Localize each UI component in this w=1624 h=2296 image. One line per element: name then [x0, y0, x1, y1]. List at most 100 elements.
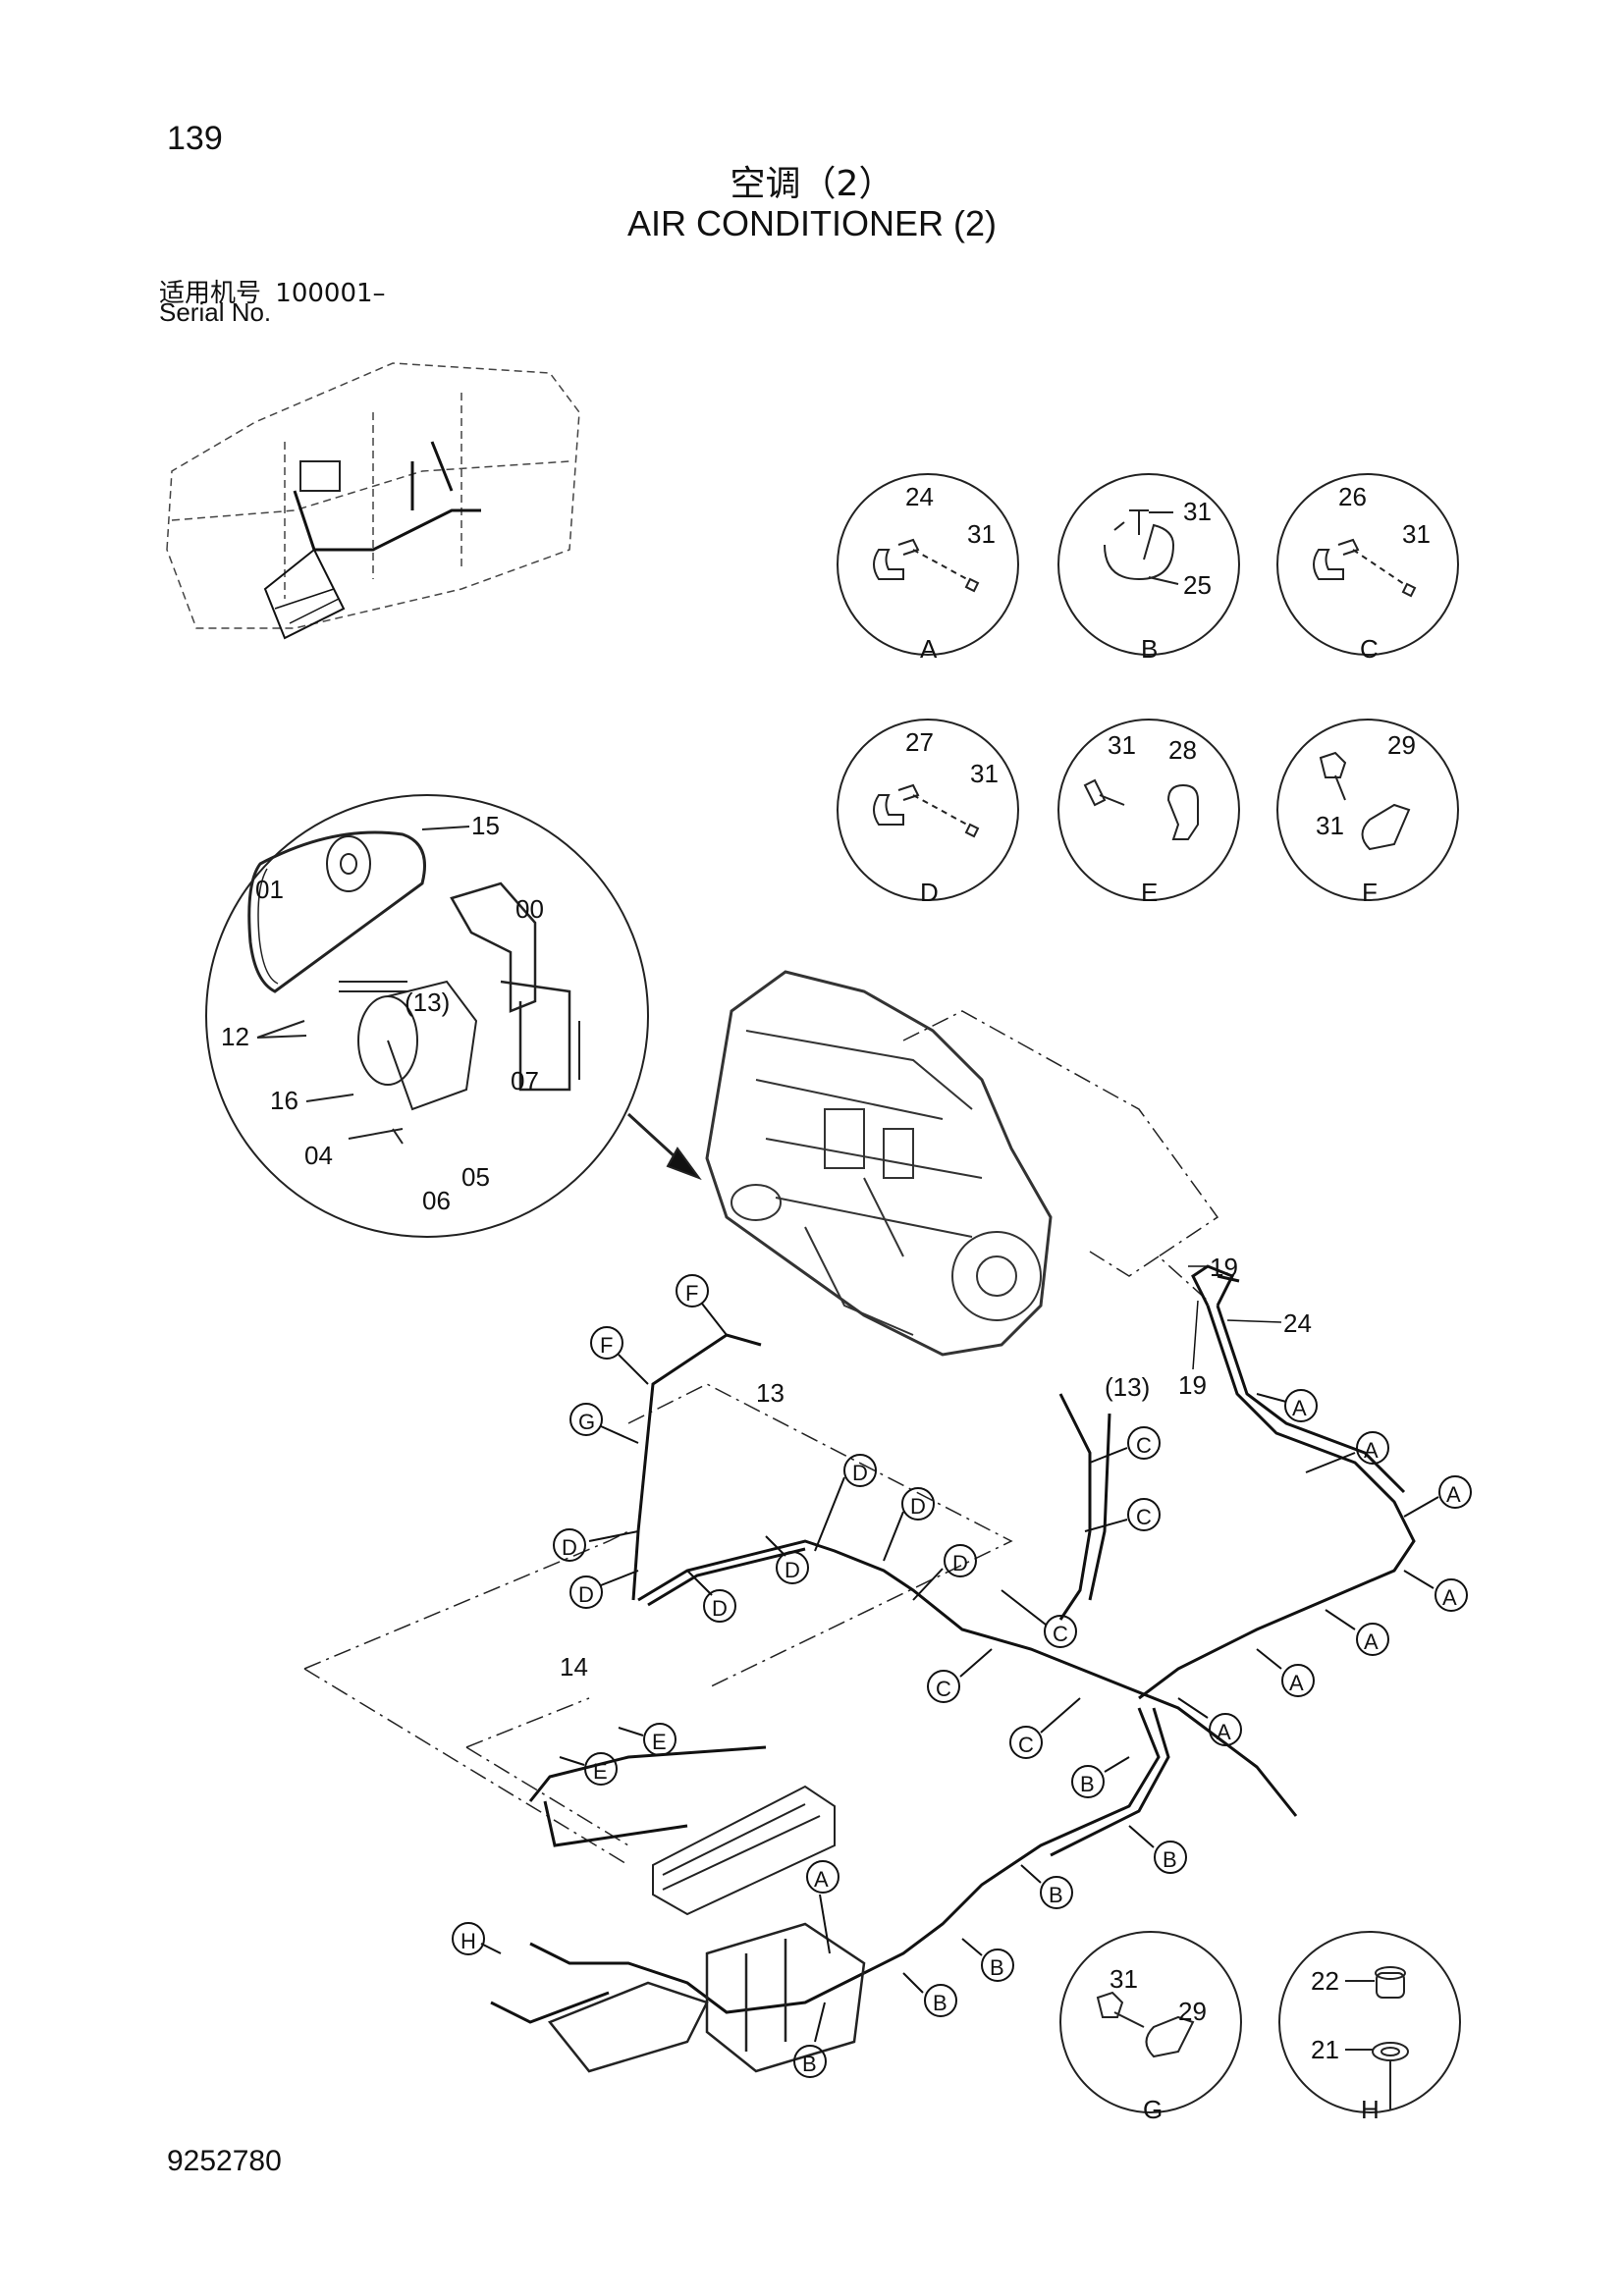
detail-e-part-2: 28 [1168, 735, 1197, 765]
detail-d-part-1: 27 [905, 727, 934, 757]
svg-text:D: D [562, 1535, 577, 1560]
detail-d-part-2: 31 [970, 759, 999, 788]
callout-g-1: G [569, 1403, 639, 1444]
detail-circle-e: 31 28 E [1057, 719, 1240, 907]
callout-c-4: C [927, 1648, 993, 1703]
detail-g-part-1: 31 [1110, 1964, 1138, 1994]
machine-overview-sketch [166, 362, 580, 640]
callout-d-1: D [814, 1454, 877, 1552]
heater-unit [547, 1922, 866, 2073]
detail-a-part-1: 24 [905, 482, 934, 511]
condenser-unit [652, 1785, 836, 1916]
callout-a-4: A [1403, 1570, 1468, 1612]
callout-d-7: D [569, 1570, 639, 1609]
compressor-detail-circle: 15 01 00 (13) 12 16 07 04 05 06 [205, 794, 702, 1238]
callout-c-2: C [1084, 1498, 1161, 1532]
detail-b-part-2: 25 [1183, 570, 1212, 600]
callout-b-4: B [961, 1938, 1014, 1982]
page-number: 139 [167, 120, 223, 157]
detail-e-letter: E [1141, 878, 1158, 907]
callout-e-1: E [618, 1723, 677, 1756]
detail-circle-d: 27 31 D [837, 719, 1019, 907]
detail-circle-f: 29 31 F [1276, 719, 1459, 907]
serial-label-cn-text: 适用机号 [159, 279, 262, 308]
hose-routing [490, 1264, 1416, 2024]
callout-b-3: B [1020, 1864, 1073, 1909]
callout-c-3: C [1001, 1589, 1077, 1648]
svg-text:A: A [1292, 1396, 1307, 1420]
compressor-part-06: 06 [422, 1186, 451, 1215]
svg-text:A: A [1364, 1629, 1379, 1654]
compressor-part-13: (13) [405, 988, 450, 1017]
compressor-part-12: 12 [221, 1022, 249, 1051]
detail-circle-c: 26 31 C [1276, 473, 1459, 664]
detail-a-letter: A [920, 634, 938, 664]
detail-c-letter: C [1360, 634, 1379, 664]
svg-text:B: B [990, 1955, 1004, 1980]
callout-c-1: C [1089, 1426, 1161, 1464]
detail-h-part-1: 22 [1311, 1966, 1339, 1996]
svg-text:A: A [1364, 1438, 1379, 1463]
detail-e-part-1: 31 [1108, 730, 1136, 760]
callout-f-1: F [676, 1274, 728, 1336]
callout-b-2: B [1128, 1825, 1187, 1874]
compressor-part-04: 04 [304, 1141, 333, 1170]
detail-d-letter: D [920, 878, 939, 907]
detail-b-letter: B [1141, 634, 1158, 664]
detail-c-part-1: 26 [1338, 482, 1367, 511]
svg-text:D: D [852, 1461, 868, 1485]
compressor-part-15: 15 [471, 811, 500, 840]
detail-circle-b: 31 25 B [1057, 473, 1240, 664]
callout-b-5: B [902, 1972, 957, 2017]
serial-value: 100001– [275, 279, 386, 308]
callout-a-5: A [1325, 1609, 1389, 1656]
svg-text:G: G [578, 1410, 595, 1434]
compressor-part-00: 00 [515, 894, 544, 924]
svg-text:C: C [936, 1677, 951, 1701]
detail-circle-h: 22 21 H [1278, 1931, 1461, 2124]
engine-sketch [705, 970, 1053, 1357]
callout-d-3: D [912, 1544, 977, 1601]
svg-text:A: A [1446, 1482, 1461, 1507]
callout-a-7: A [1177, 1697, 1242, 1746]
svg-text:D: D [910, 1494, 926, 1519]
serial-label: Serial No. [159, 297, 272, 327]
callout-a-8: A [806, 1860, 839, 1954]
label-13: 13 [756, 1378, 785, 1408]
callout-c-5: C [1009, 1697, 1081, 1759]
svg-text:C: C [1018, 1733, 1034, 1757]
callout-f-2: F [590, 1326, 649, 1385]
svg-text:C: C [1053, 1622, 1068, 1646]
svg-text:A: A [814, 1867, 829, 1892]
callout-d-4: D [765, 1535, 809, 1584]
callout-e-2: E [559, 1752, 618, 1786]
label-13-bracket: (13) [1105, 1372, 1150, 1402]
svg-text:E: E [593, 1759, 608, 1784]
detail-c-part-2: 31 [1402, 519, 1431, 549]
callout-a-3: A [1403, 1475, 1472, 1518]
svg-text:D: D [578, 1582, 594, 1607]
compressor-part-16: 16 [270, 1086, 298, 1115]
page-title-chinese: 空调（2） [730, 164, 894, 204]
svg-text:C: C [1136, 1505, 1152, 1529]
compressor-part-01: 01 [255, 875, 284, 904]
svg-text:C: C [1136, 1433, 1152, 1458]
svg-text:B: B [802, 2052, 817, 2076]
svg-text:B: B [1080, 1772, 1095, 1796]
compressor-part-07: 07 [511, 1066, 539, 1095]
detail-f-part-1: 29 [1387, 730, 1416, 760]
callout-b-1: B [1071, 1756, 1130, 1798]
detail-f-letter: F [1362, 878, 1378, 907]
detail-g-part-2: 29 [1178, 1997, 1207, 2026]
label-14: 14 [560, 1652, 588, 1682]
svg-text:E: E [652, 1730, 667, 1754]
callout-h-1: H [452, 1922, 502, 1955]
compressor-part-05: 05 [461, 1162, 490, 1192]
label-24: 24 [1283, 1308, 1312, 1338]
svg-text:D: D [712, 1596, 728, 1621]
callout-b-6: B [793, 2002, 827, 2078]
svg-text:H: H [460, 1929, 476, 1953]
serial-label-chinese: 适用机号 100001– [159, 273, 386, 309]
svg-text:B: B [1163, 1847, 1177, 1872]
